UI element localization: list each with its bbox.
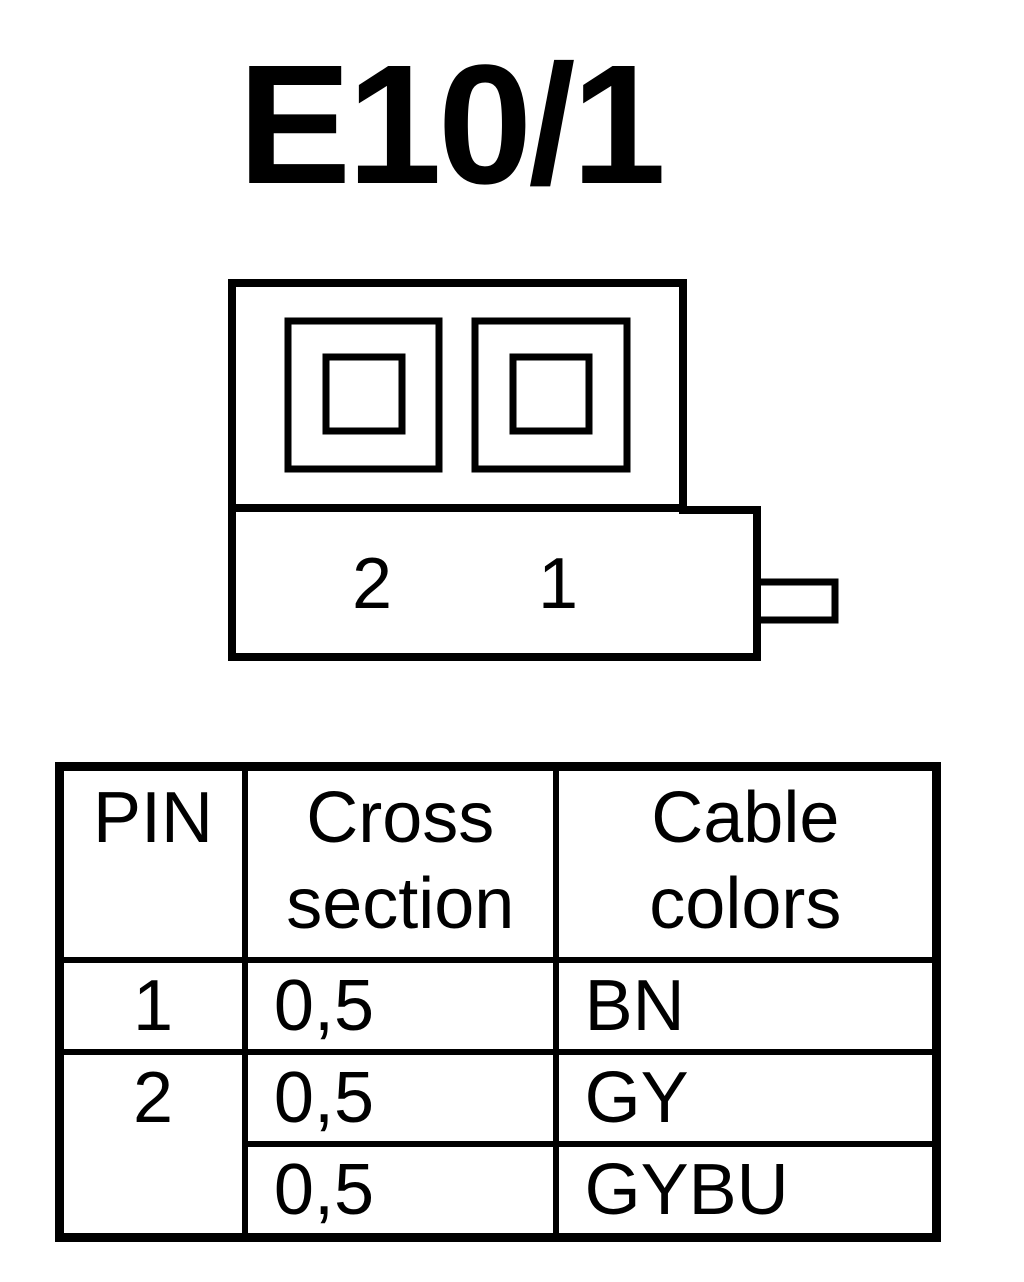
table-row: 0,5 GYBU bbox=[60, 1141, 940, 1241]
pin-number: 1 bbox=[56, 957, 248, 1055]
pin-number: 2 bbox=[56, 1049, 248, 1241]
pin-cavity-1 bbox=[471, 317, 631, 473]
header-cross-section: Cross section bbox=[241, 763, 559, 963]
cross-section-value: 0,5 bbox=[241, 957, 559, 1055]
connector-upper-housing bbox=[228, 279, 687, 508]
connector-diagram: 2 1 bbox=[228, 279, 839, 661]
connector-title: E10/1 bbox=[237, 30, 666, 220]
table-row: 2 0,5 GY bbox=[56, 1049, 940, 1241]
header-cable-colors: Cable colors bbox=[552, 763, 940, 963]
connector-lower-housing bbox=[228, 504, 761, 661]
table-header-row: PIN Cross section Cable colors bbox=[56, 763, 940, 963]
header-pin: PIN bbox=[56, 763, 248, 963]
connector-latch-tab bbox=[757, 578, 839, 624]
cross-section-value: 0,5 bbox=[241, 1141, 559, 1241]
pin-assignment-table: PIN Cross section Cable colors 1 0,5 BN … bbox=[55, 762, 941, 1242]
pin-label-1: 1 bbox=[538, 544, 578, 624]
cable-color-value: GYBU bbox=[552, 1141, 940, 1241]
cross-section-value: 0,5 bbox=[241, 1049, 559, 1147]
pin-label-2: 2 bbox=[352, 544, 392, 624]
cable-color-value: GY bbox=[552, 1049, 940, 1147]
table-row: 1 0,5 BN bbox=[56, 957, 940, 1055]
cable-color-value: BN bbox=[552, 957, 940, 1055]
pin-cavity-2 bbox=[284, 317, 443, 473]
